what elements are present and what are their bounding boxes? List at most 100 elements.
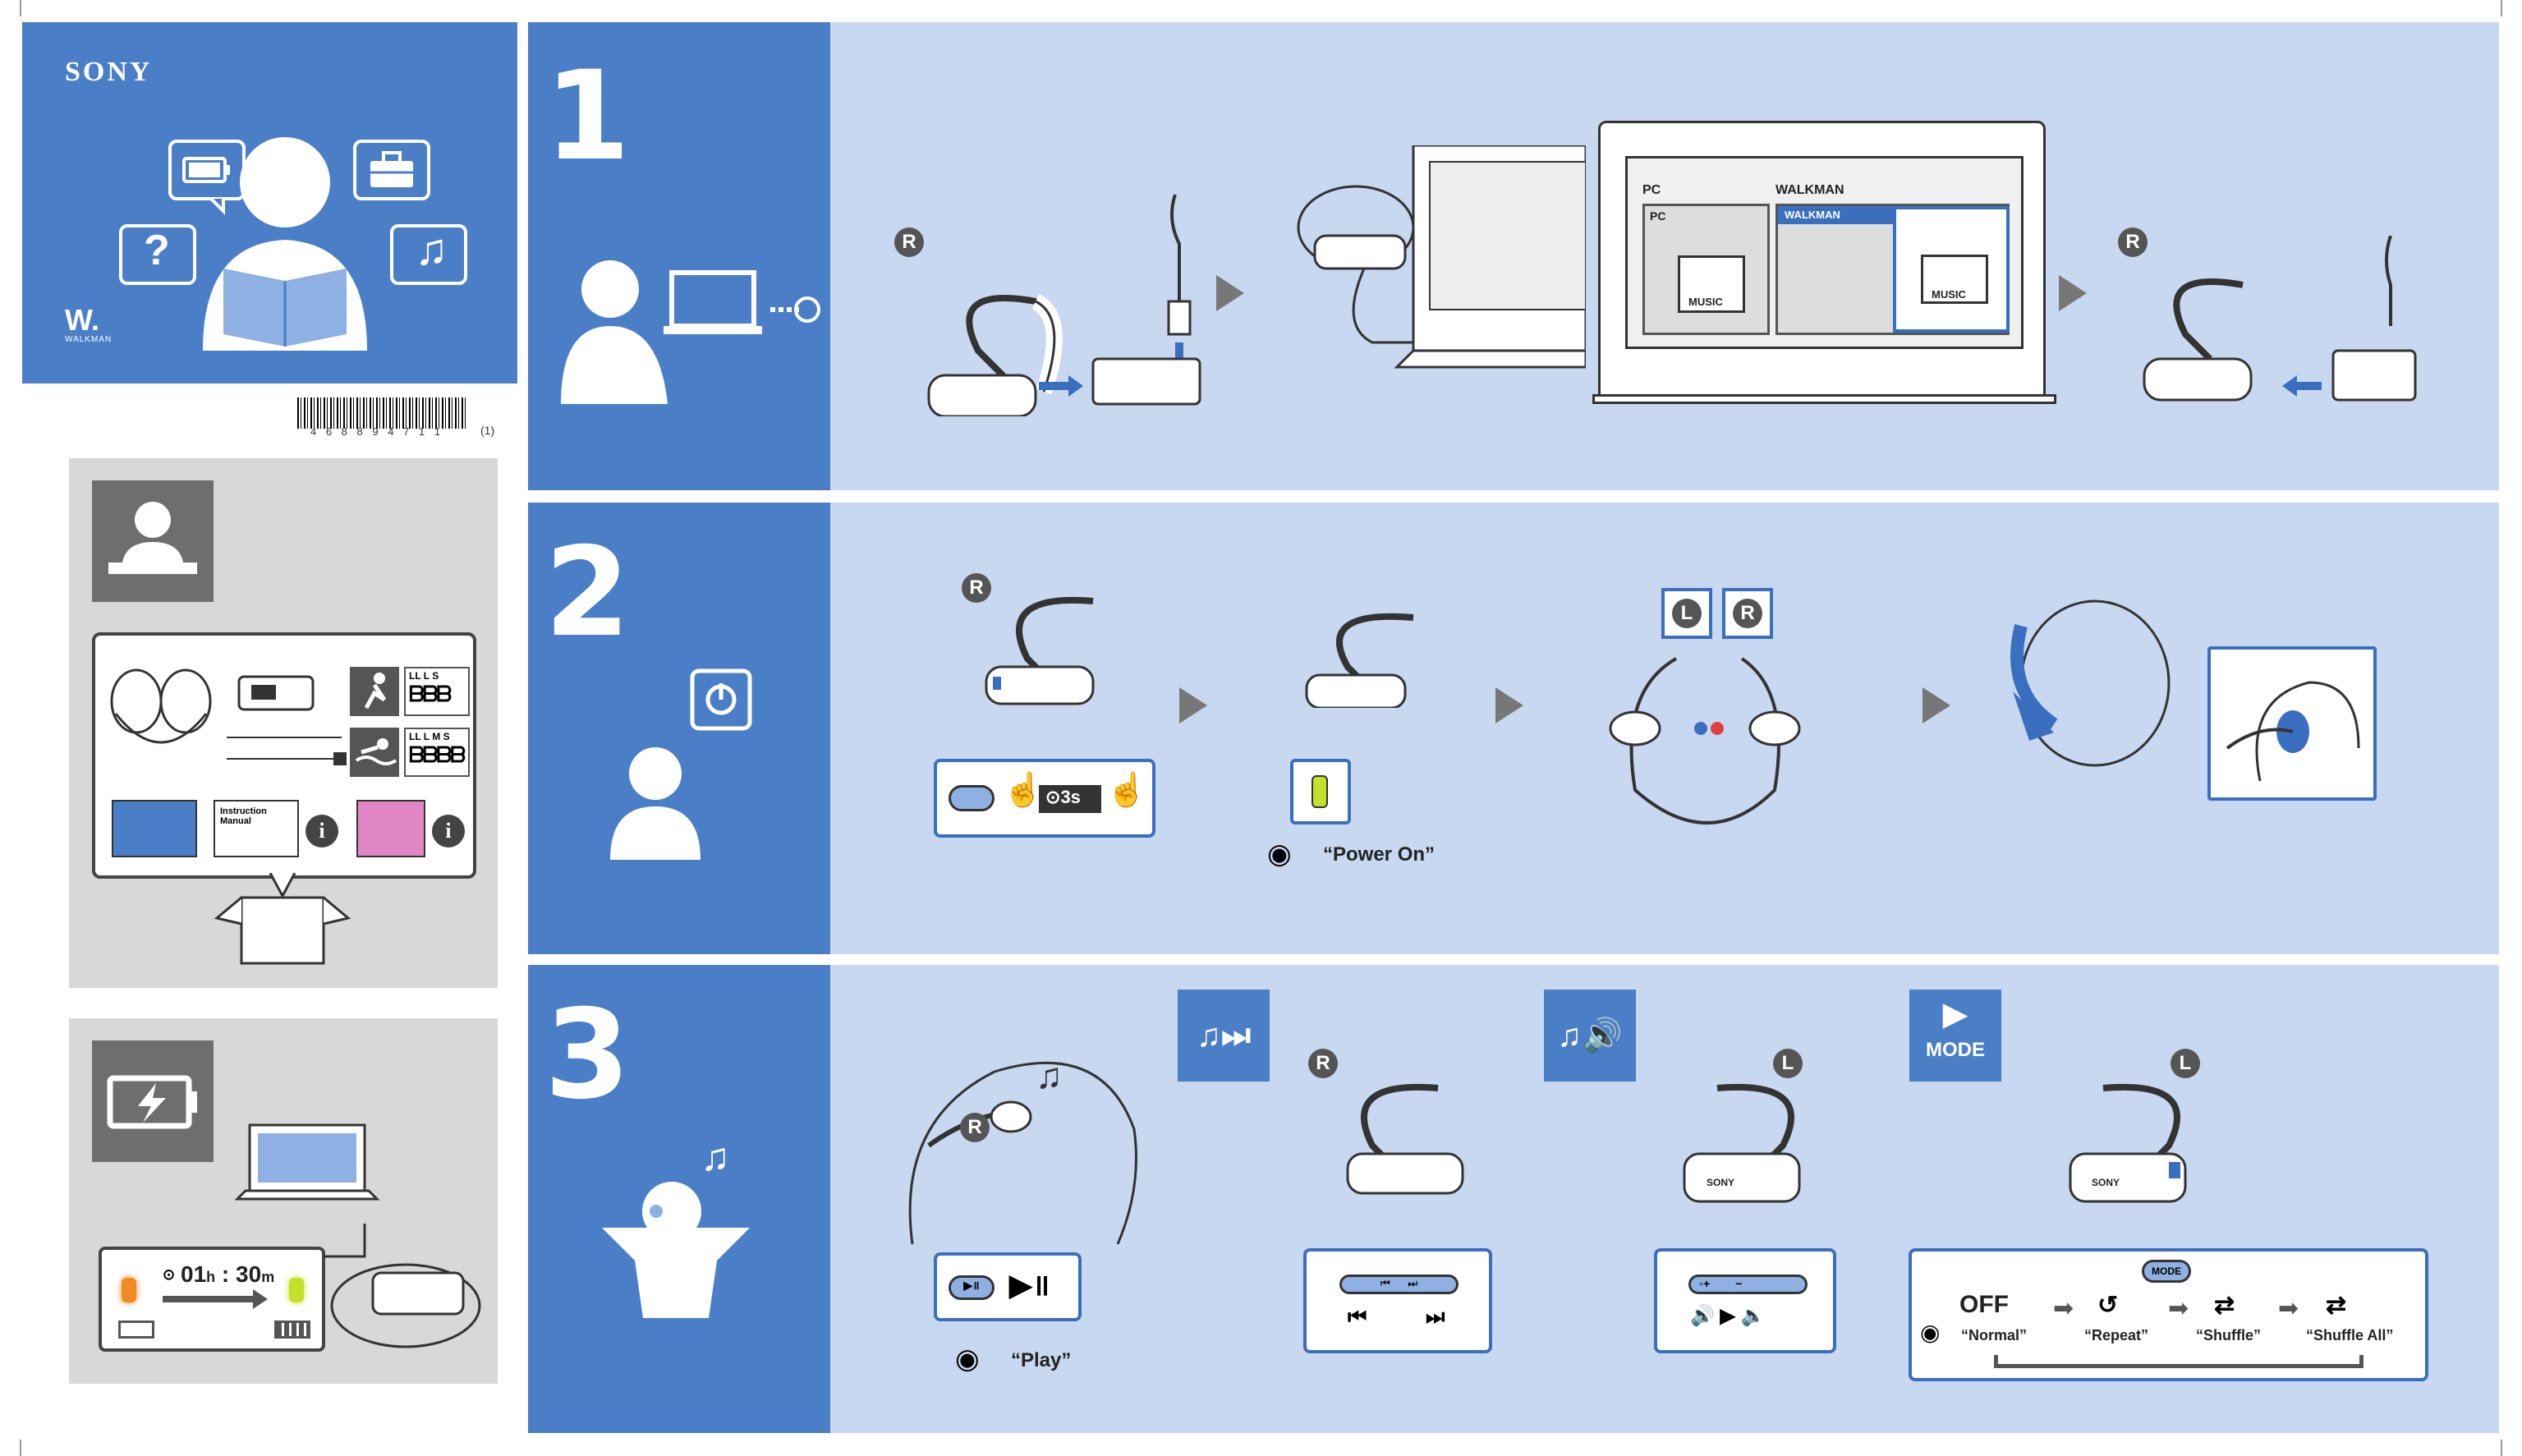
pc-label: PC: [1642, 183, 1661, 197]
repeat-icon: ↺: [2097, 1292, 2119, 1319]
battery-low-icon: [118, 1321, 154, 1339]
led-green: [1312, 775, 1328, 808]
screen-base: [1592, 394, 2056, 404]
play-button-icon: ▶॥: [949, 1275, 995, 1300]
crop-mark: [2501, 0, 2502, 16]
next-track-badge: ♫⏭: [1178, 990, 1270, 1082]
mode-normal: “Normal”: [1961, 1327, 2028, 1343]
play-card: ▶॥ ▶॥: [934, 1252, 1082, 1321]
step2-panel: R ☝ ⊙3s ☝ ◉ “Power On” L R: [830, 503, 2499, 954]
mode-shuffle-all: “Shuffle All”: [2306, 1327, 2394, 1343]
volume-badge: ♫🔊: [1544, 990, 1636, 1082]
volume-card: ◦+ − 🔊 ▶ 🔈: [1654, 1248, 1836, 1353]
music-folder-pc: MUSIC: [1678, 255, 1745, 313]
side-badge-r: R: [1308, 1049, 1338, 1078]
l-badge-box: L: [1661, 588, 1712, 639]
step1-panel: R PC WALKMAN PC MUSIC: [830, 22, 2499, 490]
mode-shuffle: “Shuffle”: [2196, 1327, 2261, 1343]
power-button-card: ☝ ⊙3s ☝: [934, 759, 1155, 838]
contents-box: LL L S ᗷᗷᗷ LL L M S ᗷᗷᗷᗷ Instruction Man…: [92, 632, 476, 879]
walkman-tab: WALKMAN: [1778, 206, 1893, 224]
question-icon: ?: [144, 227, 170, 274]
size-label: S: [432, 670, 439, 682]
quickstart-thumb: [112, 800, 197, 857]
minutes-unit: m: [261, 1269, 275, 1285]
mode-card: MODE OFF ➡ ↺ ➡ ⇄ ➡ ⇄ ◉ “Normal” “Repeat”…: [1909, 1248, 2428, 1381]
led-green: [289, 1278, 304, 1302]
sony-text: SONY: [2092, 1177, 2120, 1188]
prev-track-icon: ⏮: [1348, 1304, 1367, 1329]
led-orange: [122, 1278, 136, 1302]
pc-sub-label: PC: [1650, 209, 1666, 223]
blue-arrow: [1039, 382, 1072, 390]
info-icon: i: [305, 815, 338, 847]
cover-illustration: [119, 137, 467, 351]
laptop-icon: [234, 1123, 380, 1201]
grey-arrow: [2059, 275, 2087, 311]
side-badge-r: R: [894, 227, 924, 257]
crop-mark: [2501, 1440, 2502, 1456]
earphone-on-icon: [1305, 613, 1414, 708]
side-badge-l: L: [1773, 1049, 1803, 1078]
charge-time-box: ⊙ 01h : 30m: [99, 1247, 325, 1352]
instruction-manual: Instruction Manual: [214, 800, 299, 857]
earphone-mode-icon: [2069, 1083, 2187, 1203]
walkman-pane: WALKMAN MUSIC: [1776, 204, 2010, 335]
folder-label: MUSIC: [1932, 288, 1966, 301]
next-track-icon: ⏭: [1426, 1304, 1445, 1329]
volume-icon: 🔊 ▶ 🔈: [1690, 1305, 1766, 1327]
running-icon: [350, 667, 399, 716]
manual-label: Manual: [220, 816, 251, 827]
sony-text: SONY: [1707, 1177, 1735, 1188]
press-hand-icon: ☝: [1003, 772, 1044, 808]
barcode-suffix: (1): [480, 424, 495, 437]
voice-icon: ◉: [955, 1343, 980, 1375]
mode-arrow: ➡: [2278, 1295, 2299, 1322]
shuffle-icon: ⇄: [2214, 1292, 2235, 1319]
side-badge-r: R: [2118, 227, 2148, 257]
ear-detail-icon: [2226, 681, 2360, 782]
hours-unit: h: [206, 1269, 216, 1285]
l-badge: L: [1672, 599, 1702, 628]
earphone-r-icon: [927, 294, 1063, 416]
grey-arrow: [1216, 275, 1244, 311]
shuffle-all-icon: ⇄: [2326, 1292, 2347, 1319]
battery-full-icon: [274, 1321, 310, 1339]
svg-text:♫: ♫: [1036, 1056, 1063, 1096]
r-badge-box: R: [1722, 588, 1773, 639]
hours-value: 01: [181, 1261, 207, 1287]
earphone-vol-icon: [1683, 1083, 1801, 1203]
manual-label: Instruction: [220, 806, 267, 816]
size-label: L: [423, 731, 430, 742]
earphone-charging-icon: [324, 1224, 481, 1348]
crop-mark: [20, 1440, 21, 1456]
charge-icon: [92, 1040, 214, 1162]
person-computer-icon: [561, 260, 820, 404]
laptop-connect-icon: [1297, 145, 1586, 369]
headphone-icon: [110, 668, 212, 744]
step1-number-panel: 1: [528, 22, 830, 490]
clock-icon: ⊙: [163, 1266, 176, 1283]
size-label: S: [443, 731, 450, 742]
progress-arrow-head: [253, 1289, 268, 1309]
step1-number: 1: [544, 45, 631, 188]
music-note-icon: ♫: [415, 225, 448, 274]
swim-guide-thumb: [356, 800, 425, 857]
toolbox-icon: [370, 151, 413, 187]
step2-number-panel: 2: [528, 503, 830, 954]
reading-person-icon: [92, 480, 214, 602]
barcode: [297, 397, 466, 429]
skip-button-icon: ⏮ ⏭: [1339, 1275, 1459, 1294]
blue-arrow-left-bar: [2297, 382, 2322, 390]
svg-text:♫: ♫: [701, 1136, 730, 1179]
step3-number: 3: [544, 984, 631, 1127]
size-label: L: [423, 670, 430, 682]
size-label: LL: [409, 670, 421, 682]
crop-mark: [20, 0, 21, 16]
step2-number: 2: [544, 521, 631, 664]
charge-time: 01h : 30m: [181, 1261, 275, 1287]
sony-logo: SONY: [65, 57, 153, 87]
timer-text: 3s: [1060, 787, 1081, 807]
voice-icon: ◉: [1920, 1320, 1941, 1345]
battery-icon: [182, 157, 230, 183]
